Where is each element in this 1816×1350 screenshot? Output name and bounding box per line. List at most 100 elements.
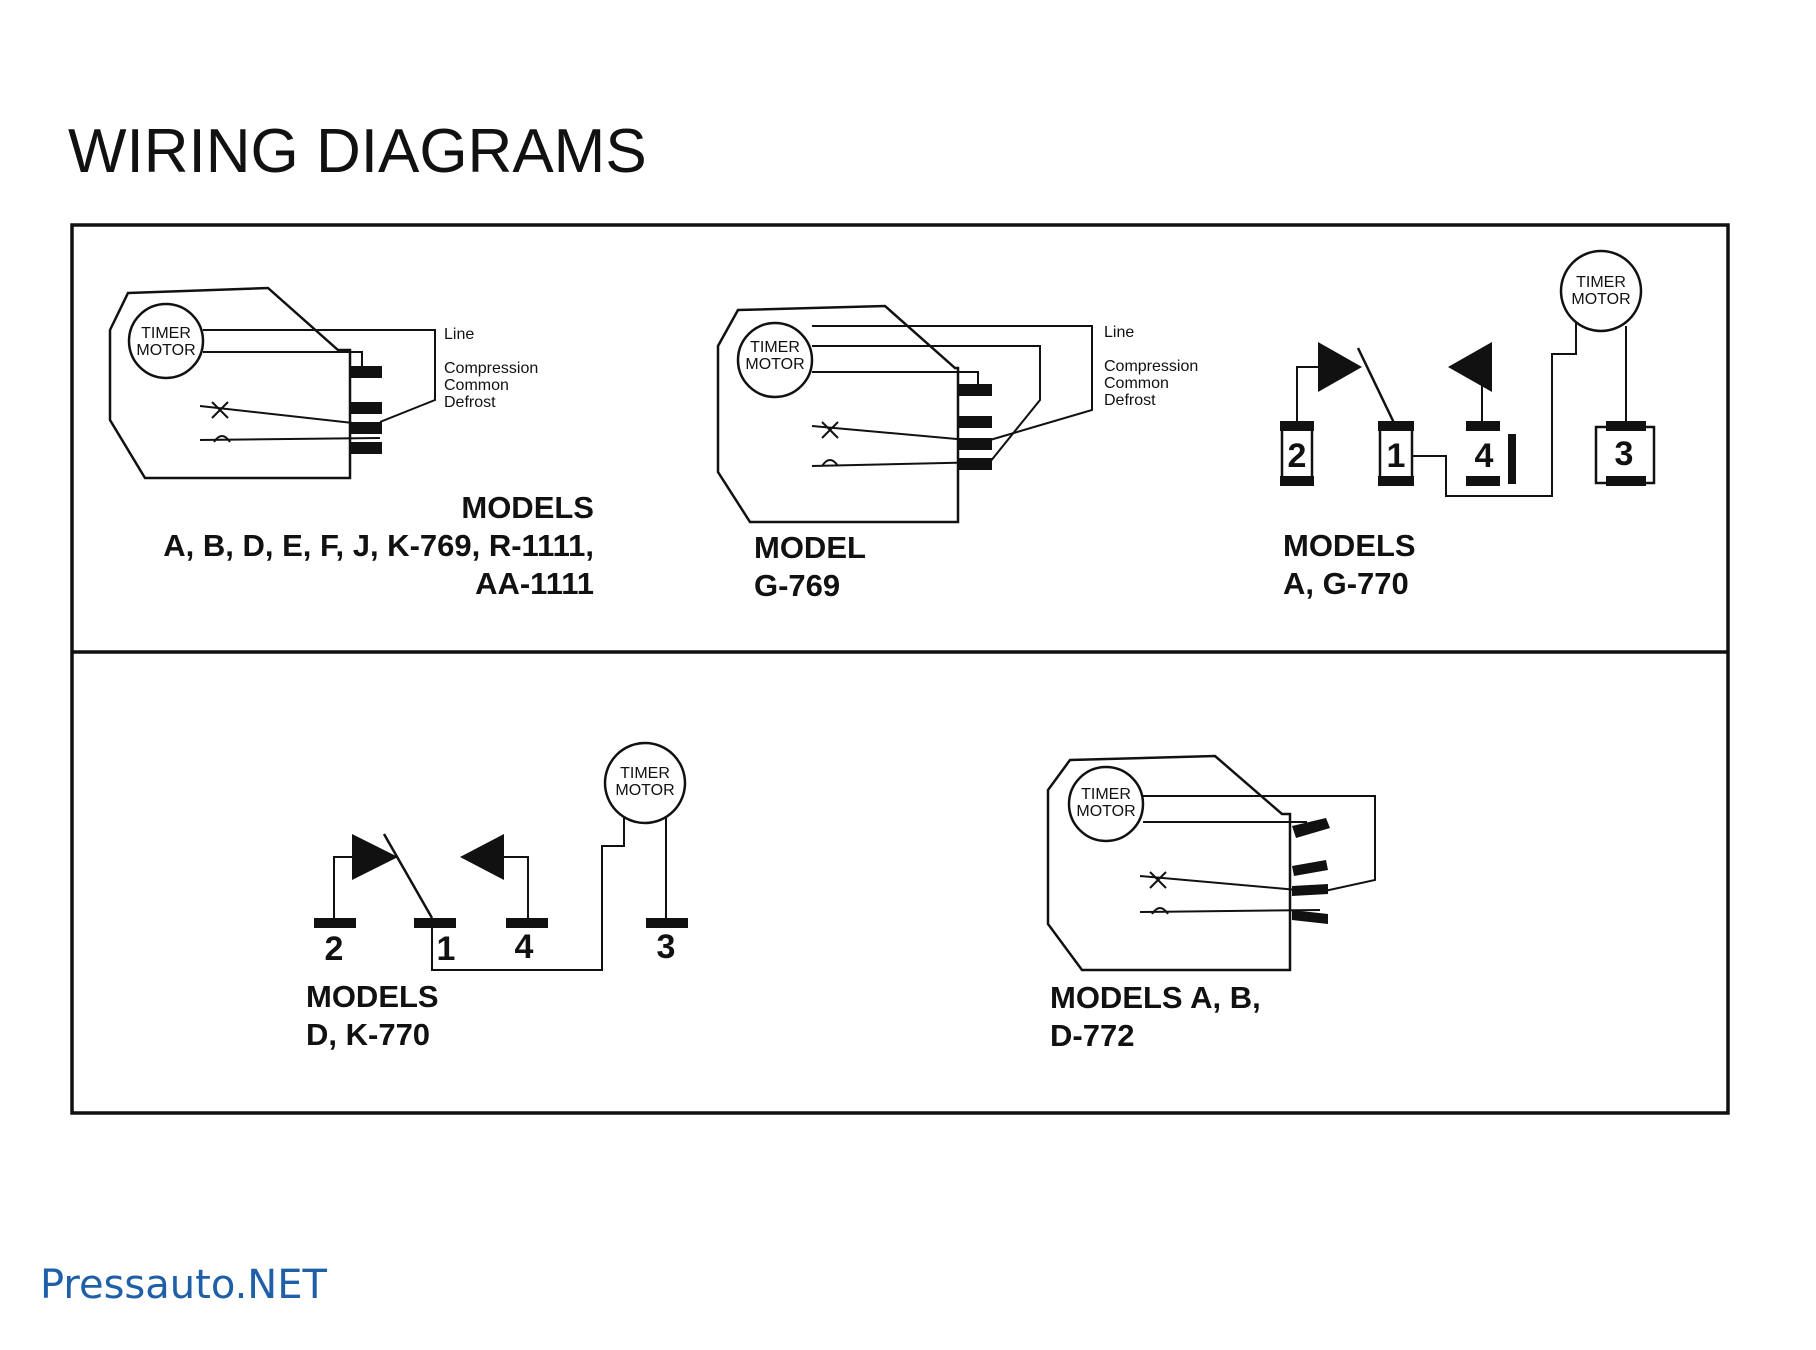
terminal-4-number: 4 [515,928,534,966]
wire-label-line: Line [1104,324,1134,341]
terminal-3-number: 3 [657,928,676,966]
panel-1-models-list: A, B, D, E, F, J, K-769, R-1111, [163,528,594,563]
switch-contact-arc [821,459,839,467]
switch-blade [1356,347,1397,426]
timer-motor-circle [736,321,814,399]
timer-motor-label-line1: TIMER [620,765,670,782]
timer-motor-circle [127,302,205,380]
panel-2-model-heading: MODEL [754,530,866,565]
terminal-1-number: 1 [1387,437,1406,475]
terminal-common [1292,884,1328,896]
panel-1-timer-diagram: TIMER MOTOR Line Compression Common Defr… [108,286,594,601]
wire-label-compression: Compression [444,360,538,377]
motor-to-terminal-1-wire [431,818,625,971]
terminal-1-bar-bottom [1378,476,1414,486]
terminal-common [350,422,382,434]
timer-motor-label-line1: TIMER [141,325,191,342]
watermark-text: Pressauto.NET [40,1262,327,1308]
terminal-4-number: 4 [1475,437,1494,475]
page-title: WIRING DIAGRAMS [68,117,647,186]
left-arrow-wire [1296,366,1320,426]
terminal-4-bar [506,918,548,928]
panel-4-terminal-diagram: TIMER MOTOR 2 1 4 3 MODELS D, K-770 [306,741,688,1052]
timer-motor-label-line1: TIMER [1576,274,1626,291]
switch-contact-x [1149,871,1167,889]
terminal-1-bar [414,918,456,928]
terminal-2-bar [314,918,356,928]
terminal-line [958,384,992,396]
terminal-3-bar [1606,421,1646,431]
switch-arm-lower [1139,909,1321,913]
line-wire [812,325,1093,441]
terminal-line [1292,818,1330,838]
terminal-3-number: 3 [1615,435,1634,473]
terminal-2-bar [1280,421,1314,431]
switch-contact-x [821,421,839,439]
panel-2-model-list: G-769 [754,568,840,603]
timer-motor-label-line2: MOTOR [745,356,804,373]
timer-motor-label-line2: MOTOR [1571,291,1630,308]
terminal-4-side [1508,434,1516,484]
panel-5-models-heading: MODELS A, B, [1050,980,1261,1015]
switch-contact-arc [213,435,231,443]
timer-motor-label-line1: TIMER [1081,786,1131,803]
terminal-3-bar-bottom [1606,476,1646,486]
right-arrow-wire [502,856,529,920]
panel-1-models-list-cont: AA-1111 [475,566,594,601]
panel-5-timer-diagram: TIMER MOTOR MODELS A, B, D-772 [1046,754,1376,1053]
terminal-3-bar [646,918,688,928]
terminal-defrost [958,458,992,470]
panel-3-models-heading: MODELS [1283,528,1416,563]
timer-housing [1046,754,1292,972]
terminal-2-number: 2 [325,930,344,968]
terminal-compression [958,416,992,428]
timer-motor-label-line1: TIMER [750,339,800,356]
right-arrow-head [460,834,504,880]
timer-housing [108,286,352,480]
wire-label-line: Line [444,326,474,343]
panel-3-terminal-diagram: TIMER MOTOR 2 1 4 3 MODELS A, G-770 [1280,249,1656,601]
panel-5-models-list: D-772 [1050,1018,1134,1053]
terminal-compression [1292,860,1328,876]
terminal-common [958,438,992,450]
panel-1-models-heading: MODELS [461,490,594,525]
switch-contact-arc [1151,907,1169,915]
wire-label-common: Common [444,377,509,394]
panel-2-timer-diagram: TIMER MOTOR Line Compression Common Defr… [716,304,1198,603]
left-arrow-head [352,834,398,880]
terminal-defrost [1292,910,1328,924]
panel-4-models-list: D, K-770 [306,1017,430,1052]
terminal-2-number: 2 [1288,437,1307,475]
line-wire [1143,795,1376,893]
left-arrow-wire [333,856,354,920]
wire-label-compression: Compression [1104,358,1198,375]
wire-label-defrost: Defrost [1104,392,1156,409]
timer-motor-circle [603,741,687,825]
timer-motor-label-line2: MOTOR [1076,803,1135,820]
panel-3-models-list: A, G-770 [1283,566,1409,601]
timer-motor-label-line2: MOTOR [615,782,674,799]
switch-contact-x [211,401,229,419]
panel-4-models-heading: MODELS [306,979,439,1014]
terminal-line [350,366,382,378]
terminal-4-bar-bottom [1466,476,1500,486]
switch-arm-lower [199,437,381,441]
compression-wire [812,345,1041,463]
wire-label-common: Common [1104,375,1169,392]
right-arrow-wire [1481,366,1490,426]
switch-blade [382,833,434,919]
left-arrow-head [1318,342,1362,392]
terminal-2-bar-bottom [1280,476,1314,486]
terminal-1-number: 1 [437,930,456,968]
wire-label-defrost: Defrost [444,394,496,411]
timer-motor-circle [1067,765,1145,843]
line-wire [203,329,436,423]
terminal-4-bar [1466,421,1500,431]
terminal-1-bar [1378,421,1414,431]
switch-arm-upper [1139,875,1321,893]
timer-motor-circle [1559,249,1643,333]
motor-to-terminal-1-wire [1412,322,1577,497]
diagram-frame [70,223,1730,1115]
terminal-compression [350,402,382,414]
